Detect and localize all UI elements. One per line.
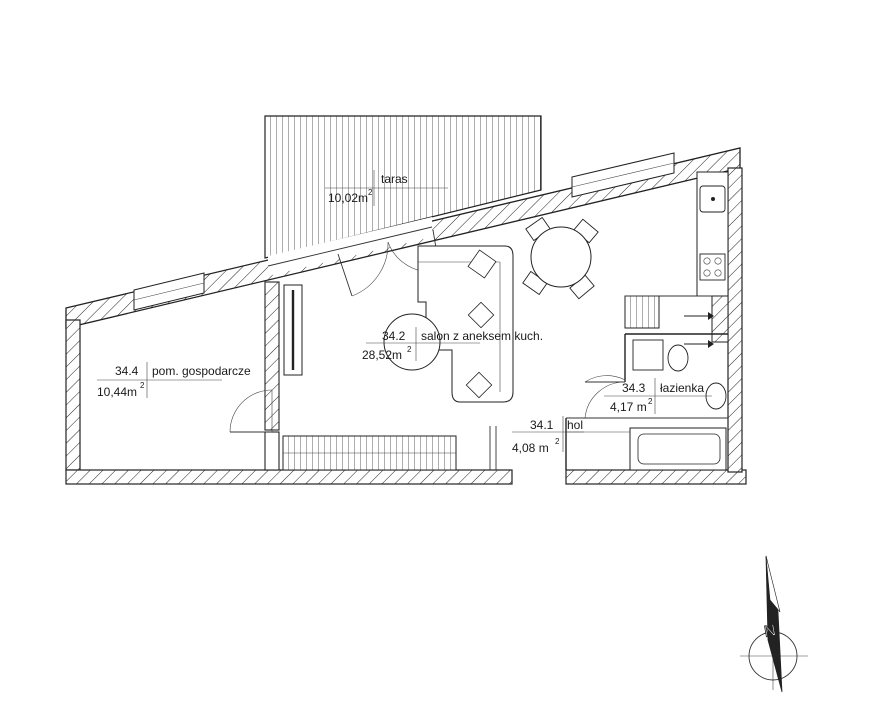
sink-drain <box>711 197 715 201</box>
room-label-living: 34.2 salon z aneksem kuch. 28,52m 2 <box>362 327 543 362</box>
dining-table <box>530 226 592 288</box>
storage-door[interactable] <box>229 389 273 433</box>
room-area-living: 28,52m <box>362 348 402 362</box>
terrace-door-sill <box>267 226 433 267</box>
bathroom <box>565 333 728 471</box>
room-area-sup-bathroom: 2 <box>648 397 653 406</box>
installation-shaft <box>711 295 729 343</box>
pillow-3 <box>465 371 493 399</box>
toilet <box>667 344 689 372</box>
room-area-sup-hall: 2 <box>555 437 560 446</box>
storage-door-swing <box>229 389 273 433</box>
window-right-pane <box>571 162 675 188</box>
terrace-name: taras <box>381 172 408 186</box>
room-area-sup-living: 2 <box>407 345 412 354</box>
terrace-decking <box>264 115 542 259</box>
right-wall <box>727 167 743 473</box>
window-left-pane <box>133 282 205 301</box>
room-number-hall: 34.1 <box>530 418 554 432</box>
room-label-hall: 34.1 hol 4,08 m 2 <box>512 416 584 455</box>
room-area-bathroom: 4,17 m <box>610 400 647 414</box>
wardrobe-bottom <box>282 435 457 471</box>
sofa <box>417 245 514 403</box>
pillow-1 <box>467 249 497 279</box>
burner-4 <box>714 269 722 277</box>
partition-storage-lower <box>264 431 280 471</box>
room-area-hall: 4,08 m <box>512 441 549 455</box>
room-number-storage: 34.4 <box>115 364 139 378</box>
bottom-wall-right <box>565 469 747 485</box>
bathroom-door-swing <box>584 375 626 383</box>
room-name-storage: pom. gospodarcze <box>152 364 251 378</box>
sofa-outline <box>417 245 514 403</box>
bathroom-door-swing-2 <box>584 381 626 419</box>
room-area-storage: 10,44m <box>97 385 137 399</box>
arrow-2-head <box>708 340 714 348</box>
burner-2 <box>714 257 722 265</box>
room-number-living: 34.2 <box>382 329 406 343</box>
room-name-bathroom: łazienka <box>660 381 704 395</box>
bathtub-inner <box>637 433 721 465</box>
room-area-sup-storage: 2 <box>140 381 145 390</box>
sloped-wall <box>65 147 741 329</box>
fridge <box>624 295 660 329</box>
kitchen <box>624 171 729 348</box>
bottom-wall-left <box>65 469 513 485</box>
room-label-storage: 34.4 pom. gospodarcze 10,44m 2 <box>97 362 251 399</box>
room-label-bathroom: 34.3 łazienka 4,17 m 2 <box>604 378 712 414</box>
compass: N <box>740 555 808 693</box>
compass-label: N <box>763 622 777 641</box>
burner-3 <box>703 269 711 277</box>
washing-machine <box>632 339 664 371</box>
room-name-hall: hol <box>567 418 583 432</box>
dining-set <box>522 216 599 300</box>
terrace-door-arc <box>351 241 389 297</box>
coffee-table <box>383 313 441 371</box>
compass-needle-light <box>765 555 781 613</box>
arrow-1-head <box>708 312 714 320</box>
wardrobe-tall <box>283 284 303 376</box>
terrace: taras 10,02m 2 <box>264 115 542 259</box>
burner-1 <box>703 257 711 265</box>
terrace-area: 10,02m <box>328 191 368 205</box>
room-name-living: salon z aneksem kuch. <box>421 329 543 343</box>
cooktop <box>699 253 726 281</box>
terrace-area-sup: 2 <box>368 188 373 197</box>
pillow-2 <box>467 301 495 329</box>
left-wall <box>65 319 81 471</box>
terrace-door-leaf <box>337 253 353 297</box>
room-number-bathroom: 34.3 <box>622 381 646 395</box>
